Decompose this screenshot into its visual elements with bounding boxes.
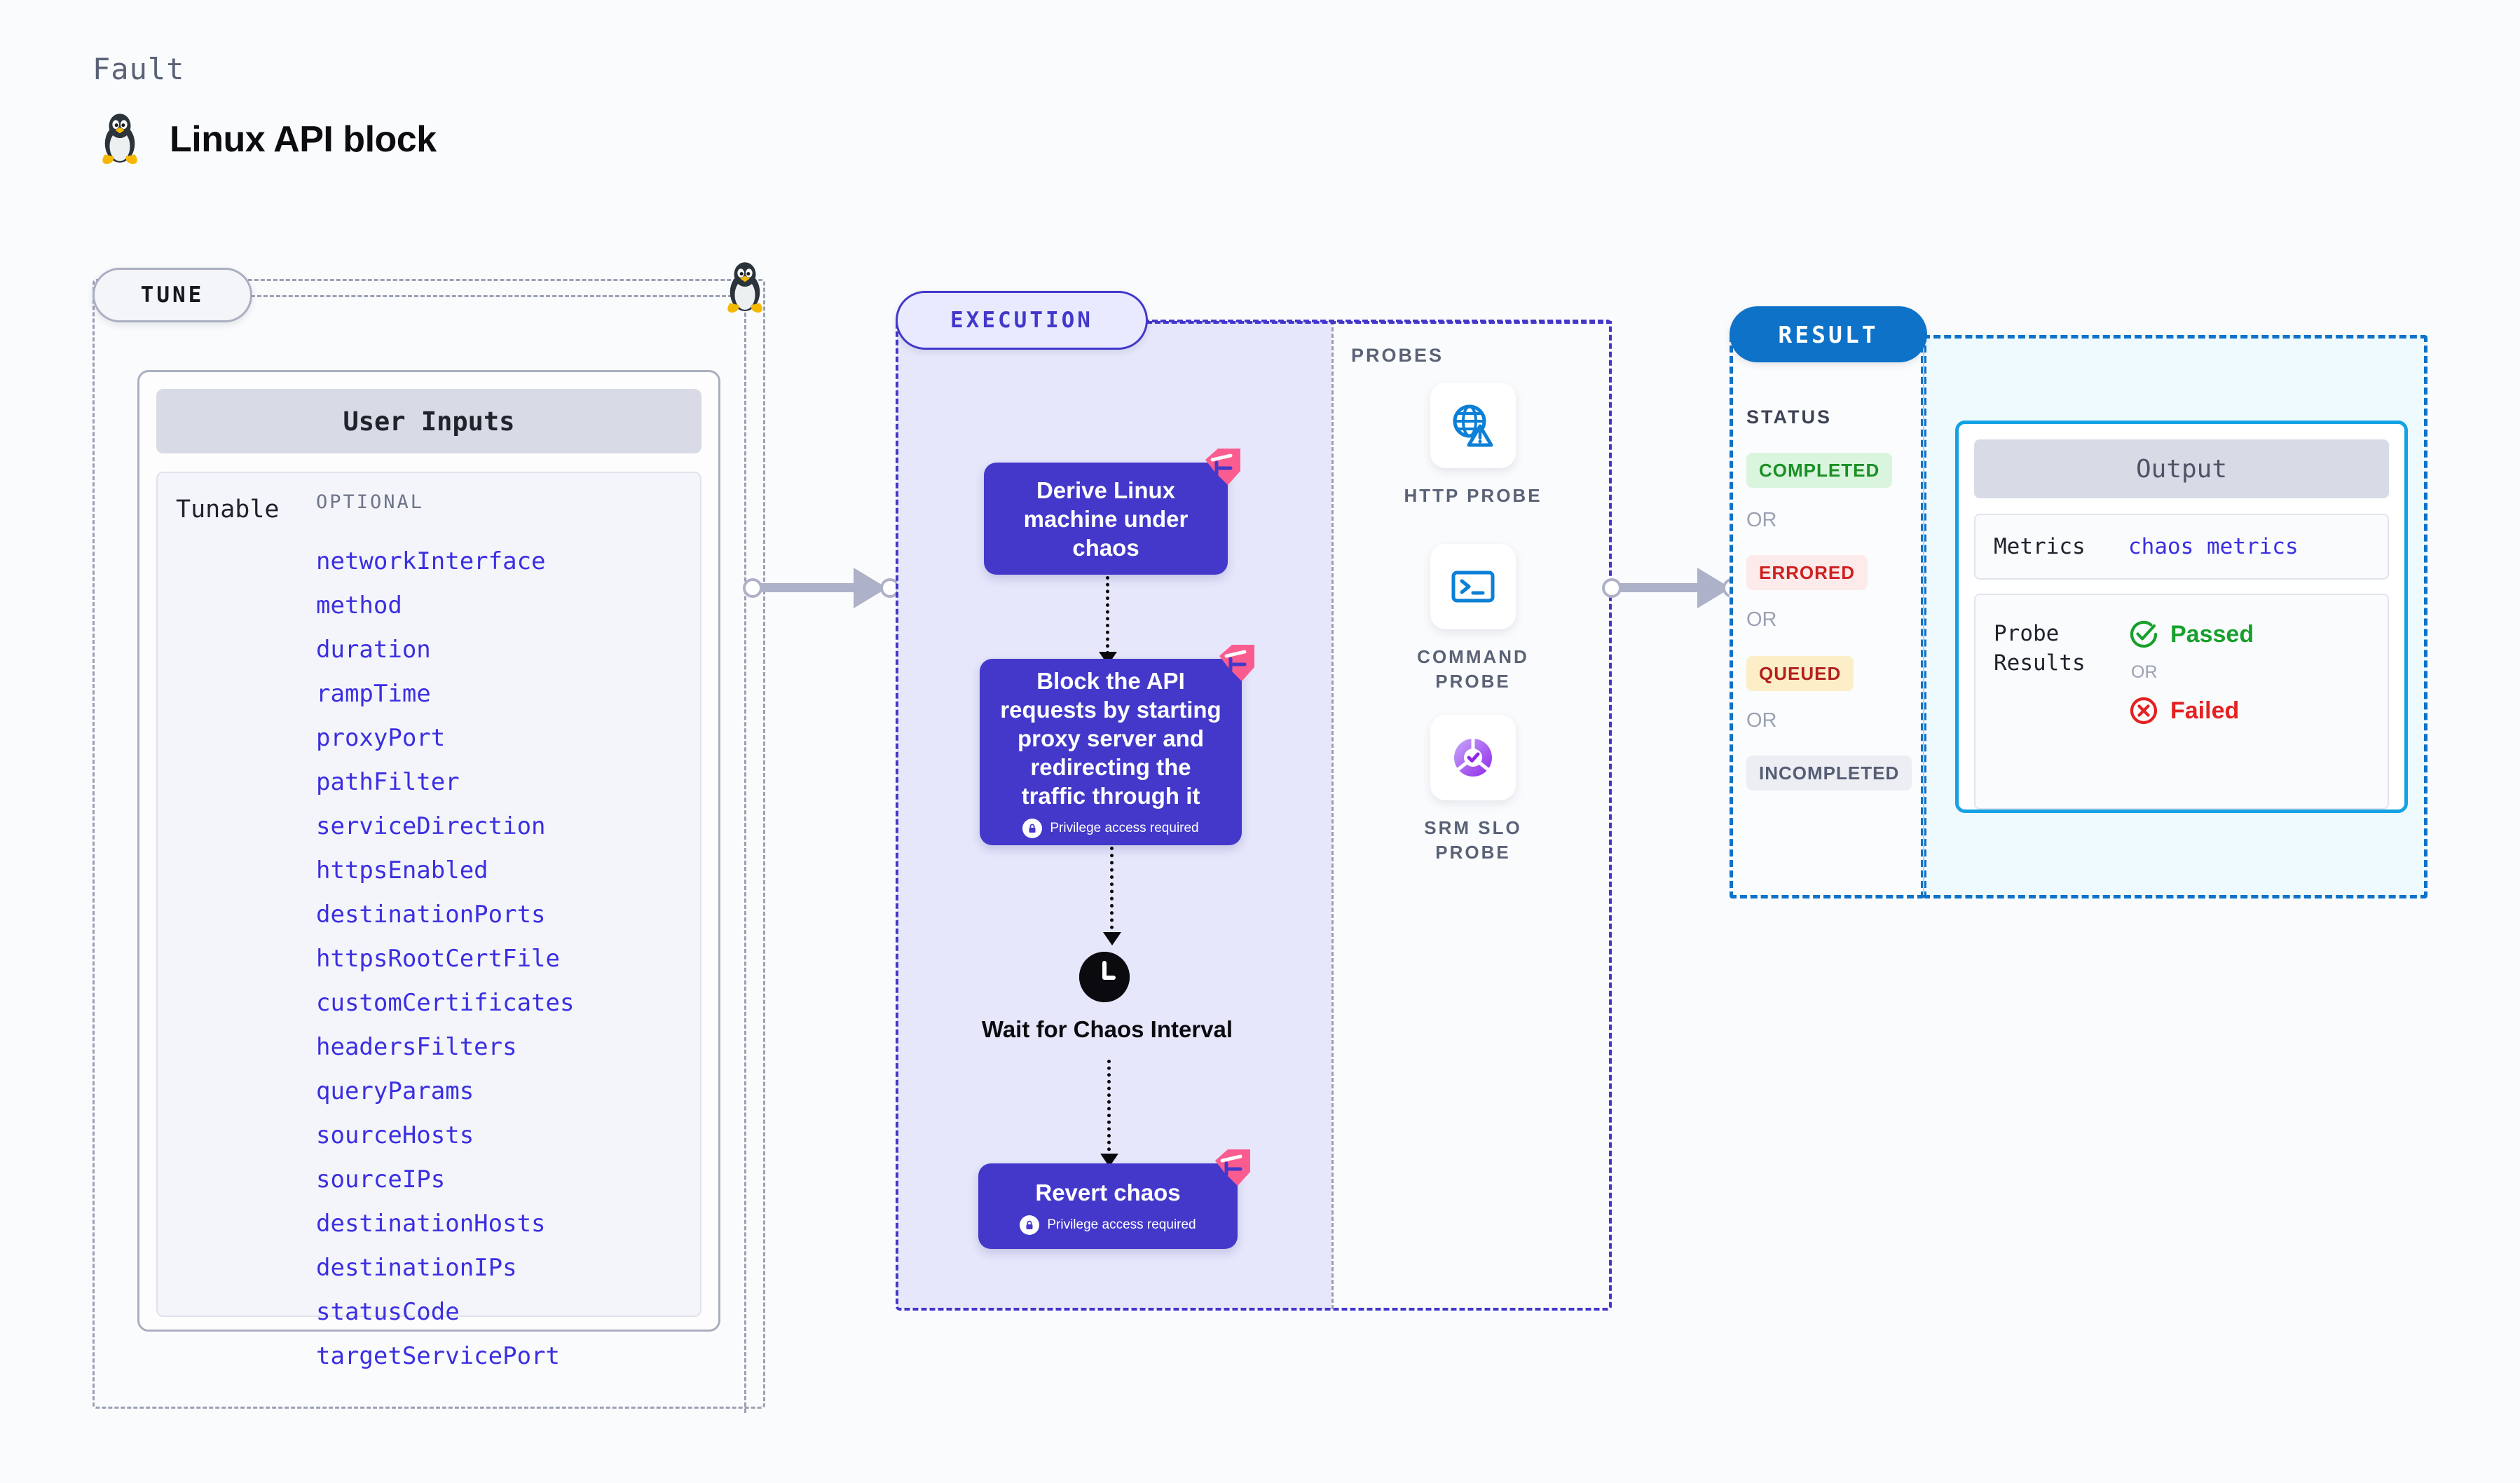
page-title-text: Linux API block bbox=[170, 119, 437, 160]
tunable-param[interactable]: destinationIPs bbox=[316, 1254, 517, 1282]
status-or-3: OR bbox=[1746, 709, 1777, 732]
probe-http-label: HTTP PROBE bbox=[1404, 485, 1542, 506]
lock-icon bbox=[1022, 818, 1043, 838]
execution-pill[interactable]: EXECUTION bbox=[896, 291, 1148, 350]
tune-to-execution-connector bbox=[743, 568, 900, 608]
user-inputs-card: User Inputs Tunable OPTIONAL networkInte… bbox=[137, 370, 720, 1370]
probe-command-label: COMMAND PROBE bbox=[1417, 646, 1529, 692]
tunable-param[interactable]: httpsEnabled bbox=[316, 856, 488, 884]
metrics-value-link[interactable]: chaos metrics bbox=[2128, 534, 2299, 559]
tunable-param[interactable]: customCertificates bbox=[316, 989, 575, 1017]
tune-connector-vertical bbox=[744, 313, 746, 1413]
user-inputs-body: Tunable OPTIONAL networkInterface method d… bbox=[156, 472, 701, 1370]
metrics-key: Metrics bbox=[1994, 534, 2086, 559]
execution-step-2-text: Block the API requests by starting proxy… bbox=[1000, 667, 1221, 809]
privilege-badge-text: Privilege access required bbox=[1050, 820, 1199, 835]
status-badge-incompleted: INCOMPLETED bbox=[1746, 756, 1912, 791]
probe-result-passed: Passed bbox=[2128, 619, 2254, 650]
tune-region bbox=[93, 279, 765, 1409]
probes-divider bbox=[1331, 321, 1334, 1309]
chaos-flag-icon bbox=[1205, 449, 1240, 485]
wait-interval-label: Wait for Chaos Interval bbox=[981, 1016, 1233, 1042]
execution-step-1-text: Derive Linux machine under chaos bbox=[1023, 477, 1189, 561]
chaos-flag-icon bbox=[1215, 1149, 1250, 1186]
execution-to-result-connector bbox=[1602, 568, 1742, 608]
x-circle-icon bbox=[2130, 697, 2158, 725]
result-pill[interactable]: RESULT bbox=[1730, 306, 1927, 362]
tunable-param[interactable]: destinationPorts bbox=[316, 901, 546, 929]
tunable-param[interactable]: proxyPort bbox=[316, 724, 446, 752]
output-card: Output Metrics chaos metrics Probe Resul… bbox=[1955, 421, 2408, 813]
terminal-icon bbox=[1430, 544, 1516, 629]
tunable-param[interactable]: method bbox=[316, 592, 402, 620]
tunable-param[interactable]: sourceIPs bbox=[316, 1166, 446, 1194]
privilege-badge-text: Privilege access required bbox=[1047, 1217, 1196, 1232]
flow-line-2 bbox=[1110, 847, 1114, 936]
output-metrics-row: Metrics chaos metrics bbox=[1974, 514, 2389, 580]
probe-results-key: Probe Results bbox=[1994, 621, 2086, 676]
fault-eyebrow: Fault bbox=[93, 52, 185, 86]
tunable-param[interactable]: statusCode bbox=[316, 1298, 460, 1326]
probe-results-values: Passed OR Failed bbox=[2128, 619, 2254, 808]
clock-icon bbox=[1079, 952, 1130, 1002]
probe-command[interactable]: COMMAND PROBE bbox=[1389, 544, 1557, 694]
result-status-region bbox=[1730, 335, 1924, 898]
probe-srm-slo-label: SRM SLO PROBE bbox=[1424, 817, 1522, 863]
tunable-param[interactable]: sourceHosts bbox=[316, 1121, 474, 1149]
check-circle-icon bbox=[2130, 620, 2158, 648]
linux-penguin-icon bbox=[102, 114, 137, 164]
tunable-param[interactable]: serviceDirection bbox=[316, 812, 546, 840]
tunable-group-label: Tunable bbox=[176, 496, 280, 524]
tunable-param[interactable]: destinationHosts bbox=[316, 1210, 546, 1238]
probe-srm-slo[interactable]: SRM SLO PROBE bbox=[1389, 715, 1557, 865]
status-badge-errored: ERRORED bbox=[1746, 555, 1868, 590]
probe-failed-label: Failed bbox=[2170, 697, 2240, 724]
tunable-param[interactable]: duration bbox=[316, 636, 431, 664]
execution-step-2[interactable]: Block the API requests by starting proxy… bbox=[980, 645, 1254, 845]
page-title: Linux API block bbox=[98, 112, 437, 167]
tunable-param[interactable]: queryParams bbox=[316, 1077, 474, 1105]
tunable-param[interactable]: pathFilter bbox=[316, 768, 460, 796]
status-or-1: OR bbox=[1746, 509, 1777, 531]
probe-passed-label: Passed bbox=[2170, 620, 2254, 648]
status-title: STATUS bbox=[1746, 406, 1832, 428]
tunable-param[interactable]: targetServicePort bbox=[316, 1342, 560, 1370]
flow-line-1 bbox=[1106, 576, 1109, 655]
chaos-flag-icon bbox=[1219, 645, 1254, 681]
tunable-param[interactable]: networkInterface bbox=[316, 547, 546, 575]
probes-title: PROBES bbox=[1351, 345, 1444, 366]
flow-arrow-2 bbox=[1103, 932, 1121, 945]
execution-connector-horizontal bbox=[1146, 321, 1612, 324]
linux-penguin-icon bbox=[727, 262, 762, 313]
probe-result-or: OR bbox=[2131, 662, 2158, 682]
user-inputs-header: User Inputs bbox=[156, 389, 701, 453]
tunable-param-list: networkInterface method duration rampTime pr… bbox=[316, 540, 700, 1379]
tune-pill[interactable]: TUNE bbox=[93, 268, 252, 322]
flow-line-3 bbox=[1107, 1060, 1111, 1158]
probe-http[interactable]: HTTP PROBE bbox=[1389, 383, 1557, 508]
probe-result-failed: Failed bbox=[2128, 695, 2254, 726]
privilege-badge: Privilege access required bbox=[1022, 818, 1199, 838]
status-or-2: OR bbox=[1746, 608, 1777, 631]
output-probe-results-row: Probe Results Passed OR Failed bbox=[1974, 594, 2389, 809]
lock-icon bbox=[1020, 1215, 1040, 1235]
execution-step-1[interactable]: Derive Linux machine under chaos bbox=[984, 449, 1240, 575]
output-header: Output bbox=[1974, 439, 2389, 498]
result-inner-divider bbox=[1923, 339, 1924, 895]
tunable-params-column: OPTIONAL networkInterface method duration r… bbox=[316, 491, 700, 1370]
tunable-param[interactable]: rampTime bbox=[316, 680, 431, 708]
privilege-badge: Privilege access required bbox=[1020, 1215, 1196, 1235]
slo-check-icon bbox=[1430, 715, 1516, 800]
status-badge-queued: QUEUED bbox=[1746, 656, 1854, 691]
execution-step-3[interactable]: Revert chaos Privilege access required bbox=[978, 1149, 1250, 1249]
status-badge-completed: COMPLETED bbox=[1746, 453, 1893, 488]
tune-connector-horizontal bbox=[251, 295, 739, 297]
execution-step-3-text: Revert chaos bbox=[1035, 1179, 1181, 1205]
tunable-param[interactable]: httpsRootCertFile bbox=[316, 945, 560, 973]
optional-section-label: OPTIONAL bbox=[316, 491, 425, 513]
globe-warning-icon bbox=[1430, 383, 1516, 468]
tunable-param[interactable]: headersFilters bbox=[316, 1033, 517, 1061]
